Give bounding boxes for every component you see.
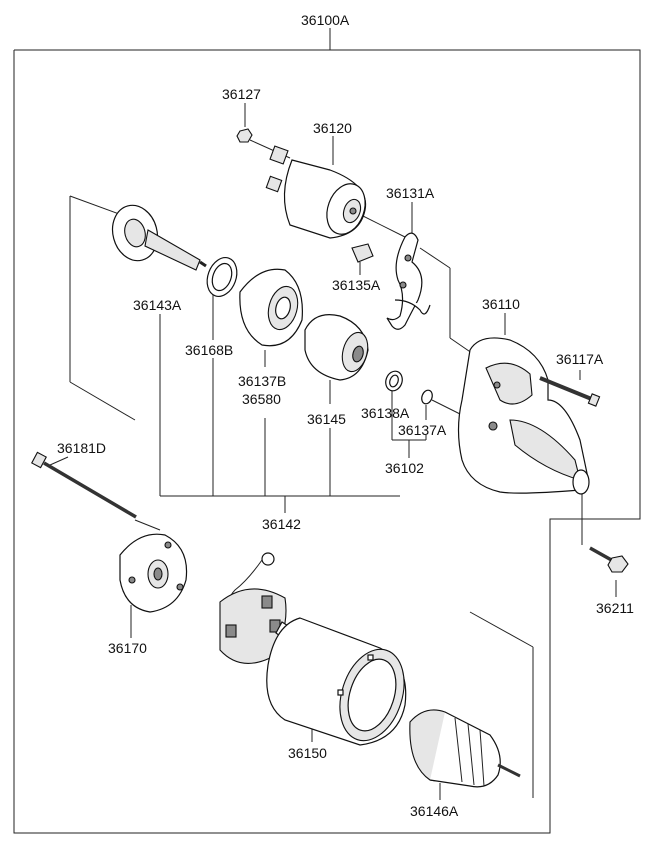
leader-lines xyxy=(49,103,617,800)
pinion-clutch-shape xyxy=(304,314,369,381)
solenoid-shape xyxy=(265,145,367,239)
label-36142: 36142 xyxy=(262,516,301,532)
label-36137A: 36137A xyxy=(398,422,447,438)
armature-shape xyxy=(409,709,521,788)
label-36120: 36120 xyxy=(313,120,352,136)
part-labels: 36100A 36127 36120 36131A 36135A 36110 3… xyxy=(57,12,634,819)
label-36131A: 36131A xyxy=(386,185,435,201)
planetary-gear-shape xyxy=(239,268,303,347)
label-36168B: 36168B xyxy=(185,342,233,358)
shift-lever-shape xyxy=(386,232,431,330)
through-bolt-36117A-shape xyxy=(539,376,601,407)
end-frame-shape xyxy=(119,533,188,613)
front-housing-shape xyxy=(457,337,590,495)
label-36110: 36110 xyxy=(482,296,520,312)
pinion-shaft-shape xyxy=(111,204,207,271)
label-36211: 36211 xyxy=(596,600,634,616)
long-bolt-36181D-shape xyxy=(31,451,137,519)
label-36135A: 36135A xyxy=(332,277,381,293)
bolt-36127-shape xyxy=(236,128,253,143)
label-36145: 36145 xyxy=(307,411,346,427)
label-36181D: 36181D xyxy=(57,440,106,456)
label-36580: 36580 xyxy=(242,391,281,407)
label-36146A: 36146A xyxy=(410,803,459,819)
stop-ring-shape xyxy=(385,370,403,392)
assembly-frame xyxy=(13,28,641,834)
label-36138A: 36138A xyxy=(361,405,410,421)
mount-bolt-36211-shape xyxy=(589,546,629,573)
yoke-shape xyxy=(266,617,407,746)
plunger-boot-shape xyxy=(351,243,374,263)
label-36102: 36102 xyxy=(385,460,424,476)
label-36143A: 36143A xyxy=(133,297,182,313)
label-36100A: 36100A xyxy=(301,12,350,28)
label-36127: 36127 xyxy=(222,86,261,102)
gear-washer-shape xyxy=(206,257,238,297)
label-36150: 36150 xyxy=(288,745,327,761)
label-36170: 36170 xyxy=(108,640,147,656)
label-36137B: 36137B xyxy=(238,373,286,389)
label-36117A: 36117A xyxy=(556,351,604,367)
snap-ring-shape xyxy=(421,389,433,405)
